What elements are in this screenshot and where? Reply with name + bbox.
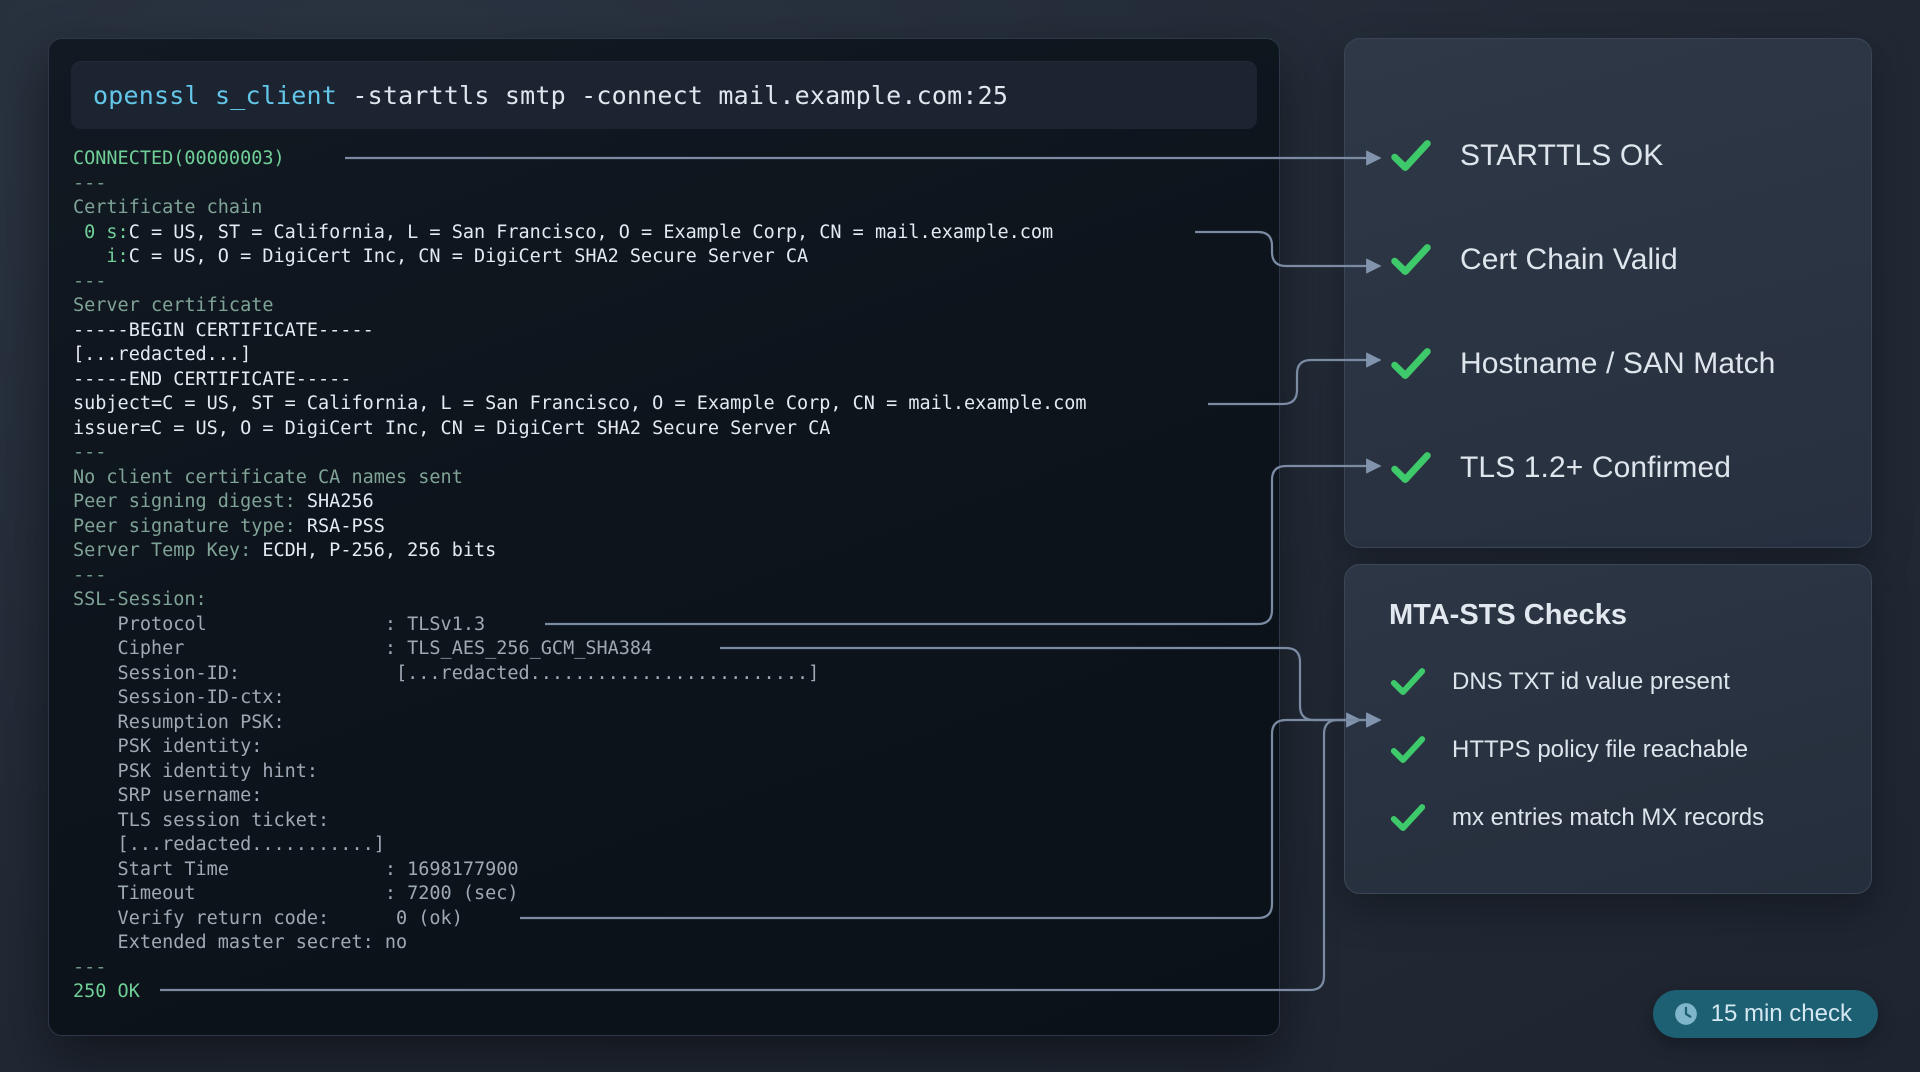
terminal-line: Session-ID-ctx: <box>73 687 285 708</box>
terminal-line: Cipher : TLS_AES_256_GCM_SHA384 <box>73 638 653 659</box>
result-item-label: STARTTLS OK <box>1460 139 1664 172</box>
mta-sts-item-label: DNS TXT id value present <box>1452 668 1730 695</box>
check-icon <box>1391 244 1431 275</box>
check-icon <box>1390 804 1426 831</box>
mta-sts-item-1[interactable]: DNS TXT id value present <box>1388 660 1730 704</box>
result-item-2[interactable]: Cert Chain Valid <box>1388 234 1678 286</box>
terminal-line: issuer=C = US, O = DigiCert Inc, CN = Di… <box>73 417 831 439</box>
terminal-line: --- <box>73 442 107 463</box>
clock-icon <box>1674 1003 1697 1025</box>
terminal-line: Start Time : 1698177900 <box>73 858 519 880</box>
result-item-label: Cert Chain Valid <box>1460 243 1678 276</box>
terminal-line: Certificate chain <box>73 197 263 218</box>
result-item-label: Hostname / SAN Match <box>1460 347 1776 380</box>
interval-badge[interactable]: 15 min check <box>1652 990 1878 1038</box>
terminal-line: TLS session ticket: <box>73 809 330 831</box>
mta-sts-item-2[interactable]: HTTPS policy file reachable <box>1388 728 1748 772</box>
result-item-4[interactable]: TLS 1.2+ Confirmed <box>1388 442 1731 494</box>
interval-badge-label: 15 min check <box>1710 1000 1852 1027</box>
mta-sts-title: MTA-STS Checks <box>1389 599 1627 631</box>
result-item-3[interactable]: Hostname / SAN Match <box>1388 338 1775 390</box>
mta-sts-item-label: mx entries match MX records <box>1452 804 1765 831</box>
terminal-line: No client certificate CA names sent <box>73 466 463 488</box>
terminal-line: SSL-Session: <box>73 589 207 610</box>
command-subcommand: s_client <box>215 80 338 110</box>
terminal-line: Timeout : 7200 (sec) <box>73 883 519 904</box>
results-panel <box>1344 38 1872 548</box>
terminal-line: --- <box>73 270 107 292</box>
mta-sts-item-3[interactable]: mx entries match MX records <box>1388 796 1764 840</box>
terminal-line: --- <box>73 956 107 978</box>
mta-sts-panel: MTA-STS Checks <box>1344 564 1872 894</box>
terminal-line: Peer signature type: RSA-PSS <box>73 515 385 537</box>
terminal-line: Session-ID: [...redacted................… <box>73 662 820 684</box>
terminal-line: -----BEGIN CERTIFICATE----- <box>73 319 374 341</box>
command-text: openssl s_client -starttls smtp -connect… <box>93 81 1008 110</box>
result-item-label: TLS 1.2+ Confirmed <box>1460 451 1732 484</box>
terminal-line: Verify return code: 0 (ok) <box>73 907 463 929</box>
terminal-window: openssl s_client -starttls smtp -connect… <box>48 38 1280 1036</box>
terminal-line: Server Temp Key: ECDH, P-256, 256 bits <box>73 540 497 561</box>
terminal-line: [...redacted...] <box>73 344 252 365</box>
terminal-line: Resumption PSK: <box>73 711 285 733</box>
terminal-line: PSK identity: <box>73 736 263 757</box>
terminal-line: PSK identity hint: <box>73 760 319 782</box>
terminal-line: CONNECTED(00000003) <box>73 148 285 169</box>
command-args: -starttls smtp -connect mail.example.com… <box>352 80 1009 110</box>
command-program: openssl <box>93 80 200 110</box>
terminal-line: Server certificate <box>73 295 274 316</box>
terminal-output: CONNECTED(00000003)---Certificate chain … <box>49 129 1279 1005</box>
terminal-line: [...redacted...........] <box>73 834 385 855</box>
terminal-line: --- <box>73 564 107 586</box>
terminal-line: --- <box>73 172 107 194</box>
check-icon <box>1391 348 1431 379</box>
terminal-line: SRP username: <box>73 785 263 806</box>
check-icon <box>1390 736 1426 763</box>
terminal-line: -----END CERTIFICATE----- <box>73 368 352 390</box>
terminal-line: 0 s:C = US, ST = California, L = San Fra… <box>73 221 1054 243</box>
result-item-1[interactable]: STARTTLS OK <box>1388 130 1663 182</box>
terminal-line: subject=C = US, ST = California, L = San… <box>73 393 1087 414</box>
terminal-line: 250 OK <box>73 981 140 1002</box>
terminal-line: i:C = US, O = DigiCert Inc, CN = DigiCer… <box>73 246 809 267</box>
check-icon <box>1391 140 1431 171</box>
command-bar[interactable]: openssl s_client -starttls smtp -connect… <box>71 61 1257 129</box>
check-icon <box>1390 668 1426 695</box>
mta-sts-item-label: HTTPS policy file reachable <box>1452 736 1749 763</box>
terminal-line: Extended master secret: no <box>73 932 408 953</box>
terminal-line: Peer signing digest: SHA256 <box>73 491 374 512</box>
terminal-line: Protocol : TLSv1.3 <box>73 613 486 635</box>
check-icon <box>1391 452 1431 483</box>
